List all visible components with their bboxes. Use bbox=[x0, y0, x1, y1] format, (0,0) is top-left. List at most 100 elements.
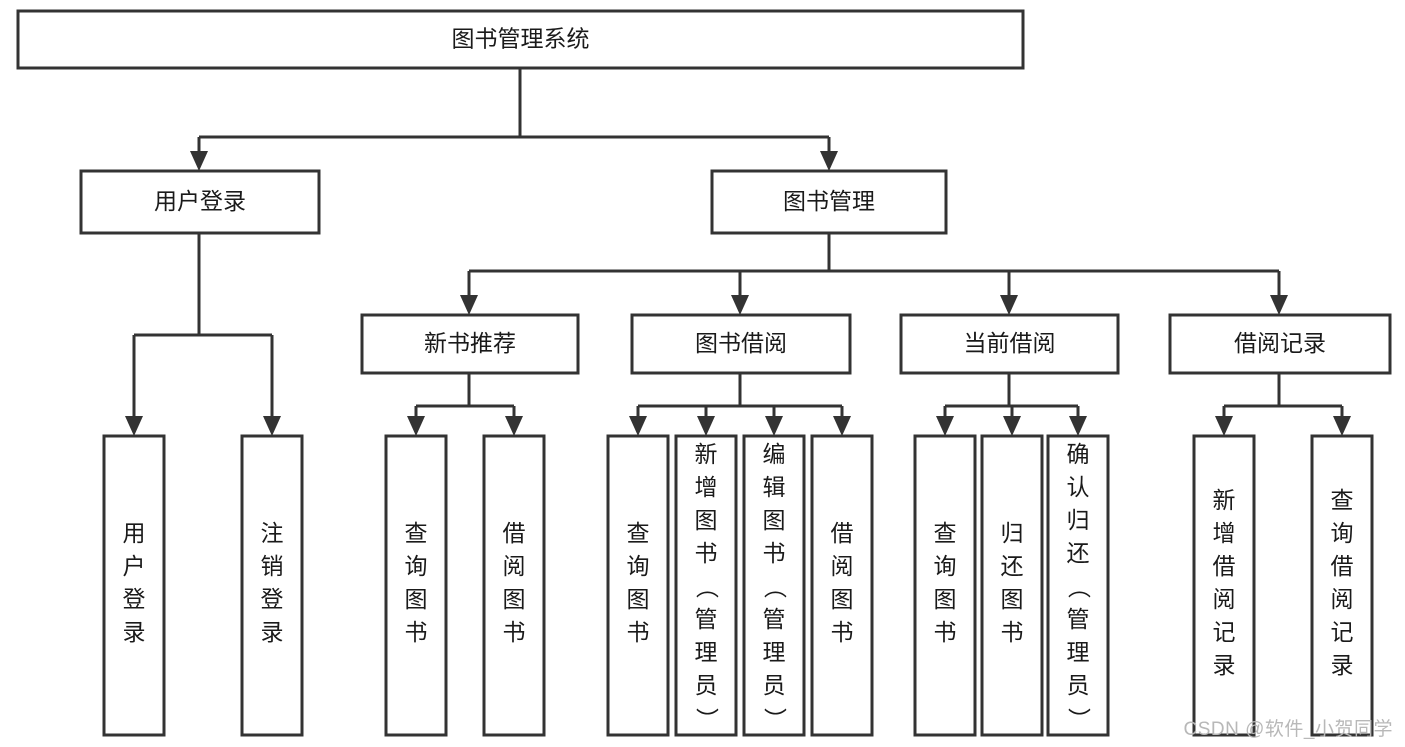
vertical-char: 销 bbox=[261, 553, 284, 579]
vertical-char: ） bbox=[1066, 708, 1092, 731]
vertical-char: 查 bbox=[405, 520, 428, 546]
arrow-head-icon bbox=[820, 151, 838, 171]
vertical-char: 管 bbox=[763, 606, 786, 632]
leaf-node-box-leaf-query-record[interactable] bbox=[1310, 434, 1374, 737]
vertical-char: 询 bbox=[405, 553, 428, 579]
leaf-node-box-leaf-query-book-3[interactable] bbox=[913, 434, 977, 737]
arrow-head-icon bbox=[460, 295, 478, 315]
root-node-box[interactable] bbox=[16, 9, 1025, 70]
vertical-char: 阅 bbox=[503, 553, 526, 579]
vertical-char: 借 bbox=[1331, 553, 1354, 579]
vertical-char: 员 bbox=[763, 672, 786, 698]
vertical-char: 录 bbox=[261, 619, 284, 645]
vertical-char: 图 bbox=[934, 586, 957, 612]
vertical-char: 图 bbox=[627, 586, 650, 612]
level1-node-box-user-login[interactable] bbox=[79, 169, 321, 235]
vertical-char: 增 bbox=[1213, 520, 1236, 546]
vertical-char: 书 bbox=[695, 540, 718, 566]
level2-node-label-borrow-record: 借阅记录 bbox=[1234, 330, 1326, 356]
vertical-char: 借 bbox=[1213, 553, 1236, 579]
vertical-char: 书 bbox=[763, 540, 786, 566]
vertical-char: 编 bbox=[763, 441, 786, 467]
leaf-node-box-leaf-borrow-book-2[interactable] bbox=[810, 434, 874, 737]
leaf-node-box-leaf-add-record[interactable] bbox=[1192, 434, 1256, 737]
vertical-char: 询 bbox=[934, 553, 957, 579]
leaf-node-box-leaf-user-login[interactable] bbox=[102, 434, 166, 737]
leaf-node-box-leaf-query-book-2[interactable] bbox=[606, 434, 670, 737]
vertical-char: （ bbox=[694, 576, 720, 599]
vertical-char: 登 bbox=[123, 586, 146, 612]
vertical-char: 新 bbox=[695, 441, 718, 467]
leaf-node-box-leaf-logout[interactable] bbox=[240, 434, 304, 737]
leaf-node-label-leaf-user-login: 用户登录 bbox=[123, 520, 146, 645]
vertical-char: 辑 bbox=[763, 474, 786, 500]
leaf-node-box-leaf-query-book-1[interactable] bbox=[384, 434, 448, 737]
level2-node-box-borrow-record[interactable] bbox=[1168, 313, 1392, 375]
arrow-head-icon bbox=[1069, 416, 1087, 436]
vertical-char: 图 bbox=[405, 586, 428, 612]
level2-node-label-book-borrow: 图书借阅 bbox=[695, 330, 787, 356]
level2-node-label-new-book-recommend: 新书推荐 bbox=[424, 330, 516, 356]
vertical-char: 归 bbox=[1001, 520, 1024, 546]
vertical-char: 记 bbox=[1213, 619, 1236, 645]
vertical-char: 归 bbox=[1067, 507, 1090, 533]
vertical-char: 还 bbox=[1067, 540, 1090, 566]
vertical-char: 查 bbox=[1331, 487, 1354, 513]
vertical-char: 借 bbox=[831, 520, 854, 546]
vertical-char: ） bbox=[762, 708, 788, 731]
vertical-char: 户 bbox=[123, 553, 146, 579]
arrow-head-icon bbox=[505, 416, 523, 436]
level2-node-box-book-borrow[interactable] bbox=[630, 313, 852, 375]
arrow-head-icon bbox=[629, 416, 647, 436]
level2-node-box-new-book-recommend[interactable] bbox=[360, 313, 580, 375]
leaf-node-box-leaf-confirm-return[interactable] bbox=[1046, 434, 1110, 737]
vertical-char: 书 bbox=[1001, 619, 1024, 645]
arrow-head-icon bbox=[731, 295, 749, 315]
vertical-char: 阅 bbox=[1331, 586, 1354, 612]
arrow-head-icon bbox=[936, 416, 954, 436]
vertical-char: 理 bbox=[1067, 639, 1090, 665]
vertical-char: 查 bbox=[627, 520, 650, 546]
vertical-char: 图 bbox=[1001, 586, 1024, 612]
vertical-char: 员 bbox=[1067, 672, 1090, 698]
vertical-char: 阅 bbox=[831, 553, 854, 579]
vertical-char: 图 bbox=[695, 507, 718, 533]
vertical-char: 员 bbox=[695, 672, 718, 698]
vertical-char: 书 bbox=[503, 619, 526, 645]
arrow-head-icon bbox=[833, 416, 851, 436]
leaf-node-box-leaf-add-book[interactable] bbox=[674, 434, 738, 737]
vertical-char: 阅 bbox=[1213, 586, 1236, 612]
arrow-head-icon bbox=[407, 416, 425, 436]
vertical-char: 录 bbox=[1331, 652, 1354, 678]
leaf-node-box-leaf-edit-book[interactable] bbox=[742, 434, 806, 737]
vertical-char: 增 bbox=[695, 474, 718, 500]
leaf-node-box-leaf-return-book[interactable] bbox=[980, 434, 1044, 737]
vertical-char: 登 bbox=[261, 586, 284, 612]
arrow-head-icon bbox=[1000, 295, 1018, 315]
level1-node-box-book-manage[interactable] bbox=[710, 169, 948, 235]
vertical-char: 书 bbox=[627, 619, 650, 645]
vertical-char: 还 bbox=[1001, 553, 1024, 579]
vertical-char: 新 bbox=[1213, 487, 1236, 513]
level2-node-box-current-borrow[interactable] bbox=[899, 313, 1120, 375]
vertical-char: ） bbox=[694, 708, 720, 731]
vertical-char: 认 bbox=[1067, 474, 1090, 500]
vertical-char: 询 bbox=[1331, 520, 1354, 546]
connector-layer bbox=[125, 68, 1351, 436]
vertical-char: 借 bbox=[503, 520, 526, 546]
vertical-char: 书 bbox=[934, 619, 957, 645]
vertical-char: 理 bbox=[695, 639, 718, 665]
vertical-char: 图 bbox=[503, 586, 526, 612]
vertical-char: （ bbox=[762, 576, 788, 599]
leaf-node-box-leaf-borrow-book-1[interactable] bbox=[482, 434, 546, 737]
arrow-head-icon bbox=[1333, 416, 1351, 436]
